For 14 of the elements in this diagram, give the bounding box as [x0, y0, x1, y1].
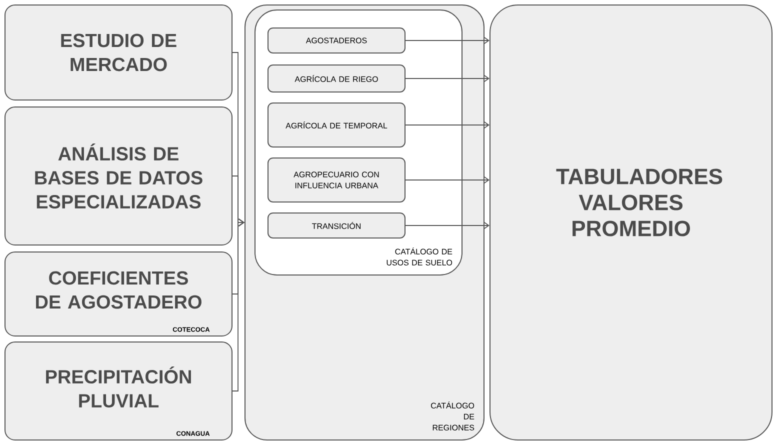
- arrow: [405, 36, 490, 44]
- arrow: [405, 74, 490, 82]
- arrow: [405, 222, 490, 230]
- land-use-box: TRANSICIÓN: [268, 212, 406, 238]
- source-box: ANÁLISIS DE BASES DE DATOS ESPECIALIZADAS: [4, 106, 232, 246]
- source-box: ESTUDIO DE MERCADO: [4, 4, 232, 100]
- land-use-box: AGRÍCOLA DE RIEGO: [268, 64, 406, 92]
- land-use-box: AGROPECUARIO CON INFLUENCIA URBANA: [268, 158, 406, 202]
- arrow: [405, 176, 490, 184]
- arrow: [232, 218, 245, 392]
- land-use-box: AGOSTADEROS: [268, 28, 406, 54]
- result-box: TABULADORES VALORES PROMEDIO: [490, 4, 772, 440]
- land-use-box: AGRÍCOLA DE TEMPORAL: [268, 102, 406, 148]
- arrow: [405, 121, 490, 129]
